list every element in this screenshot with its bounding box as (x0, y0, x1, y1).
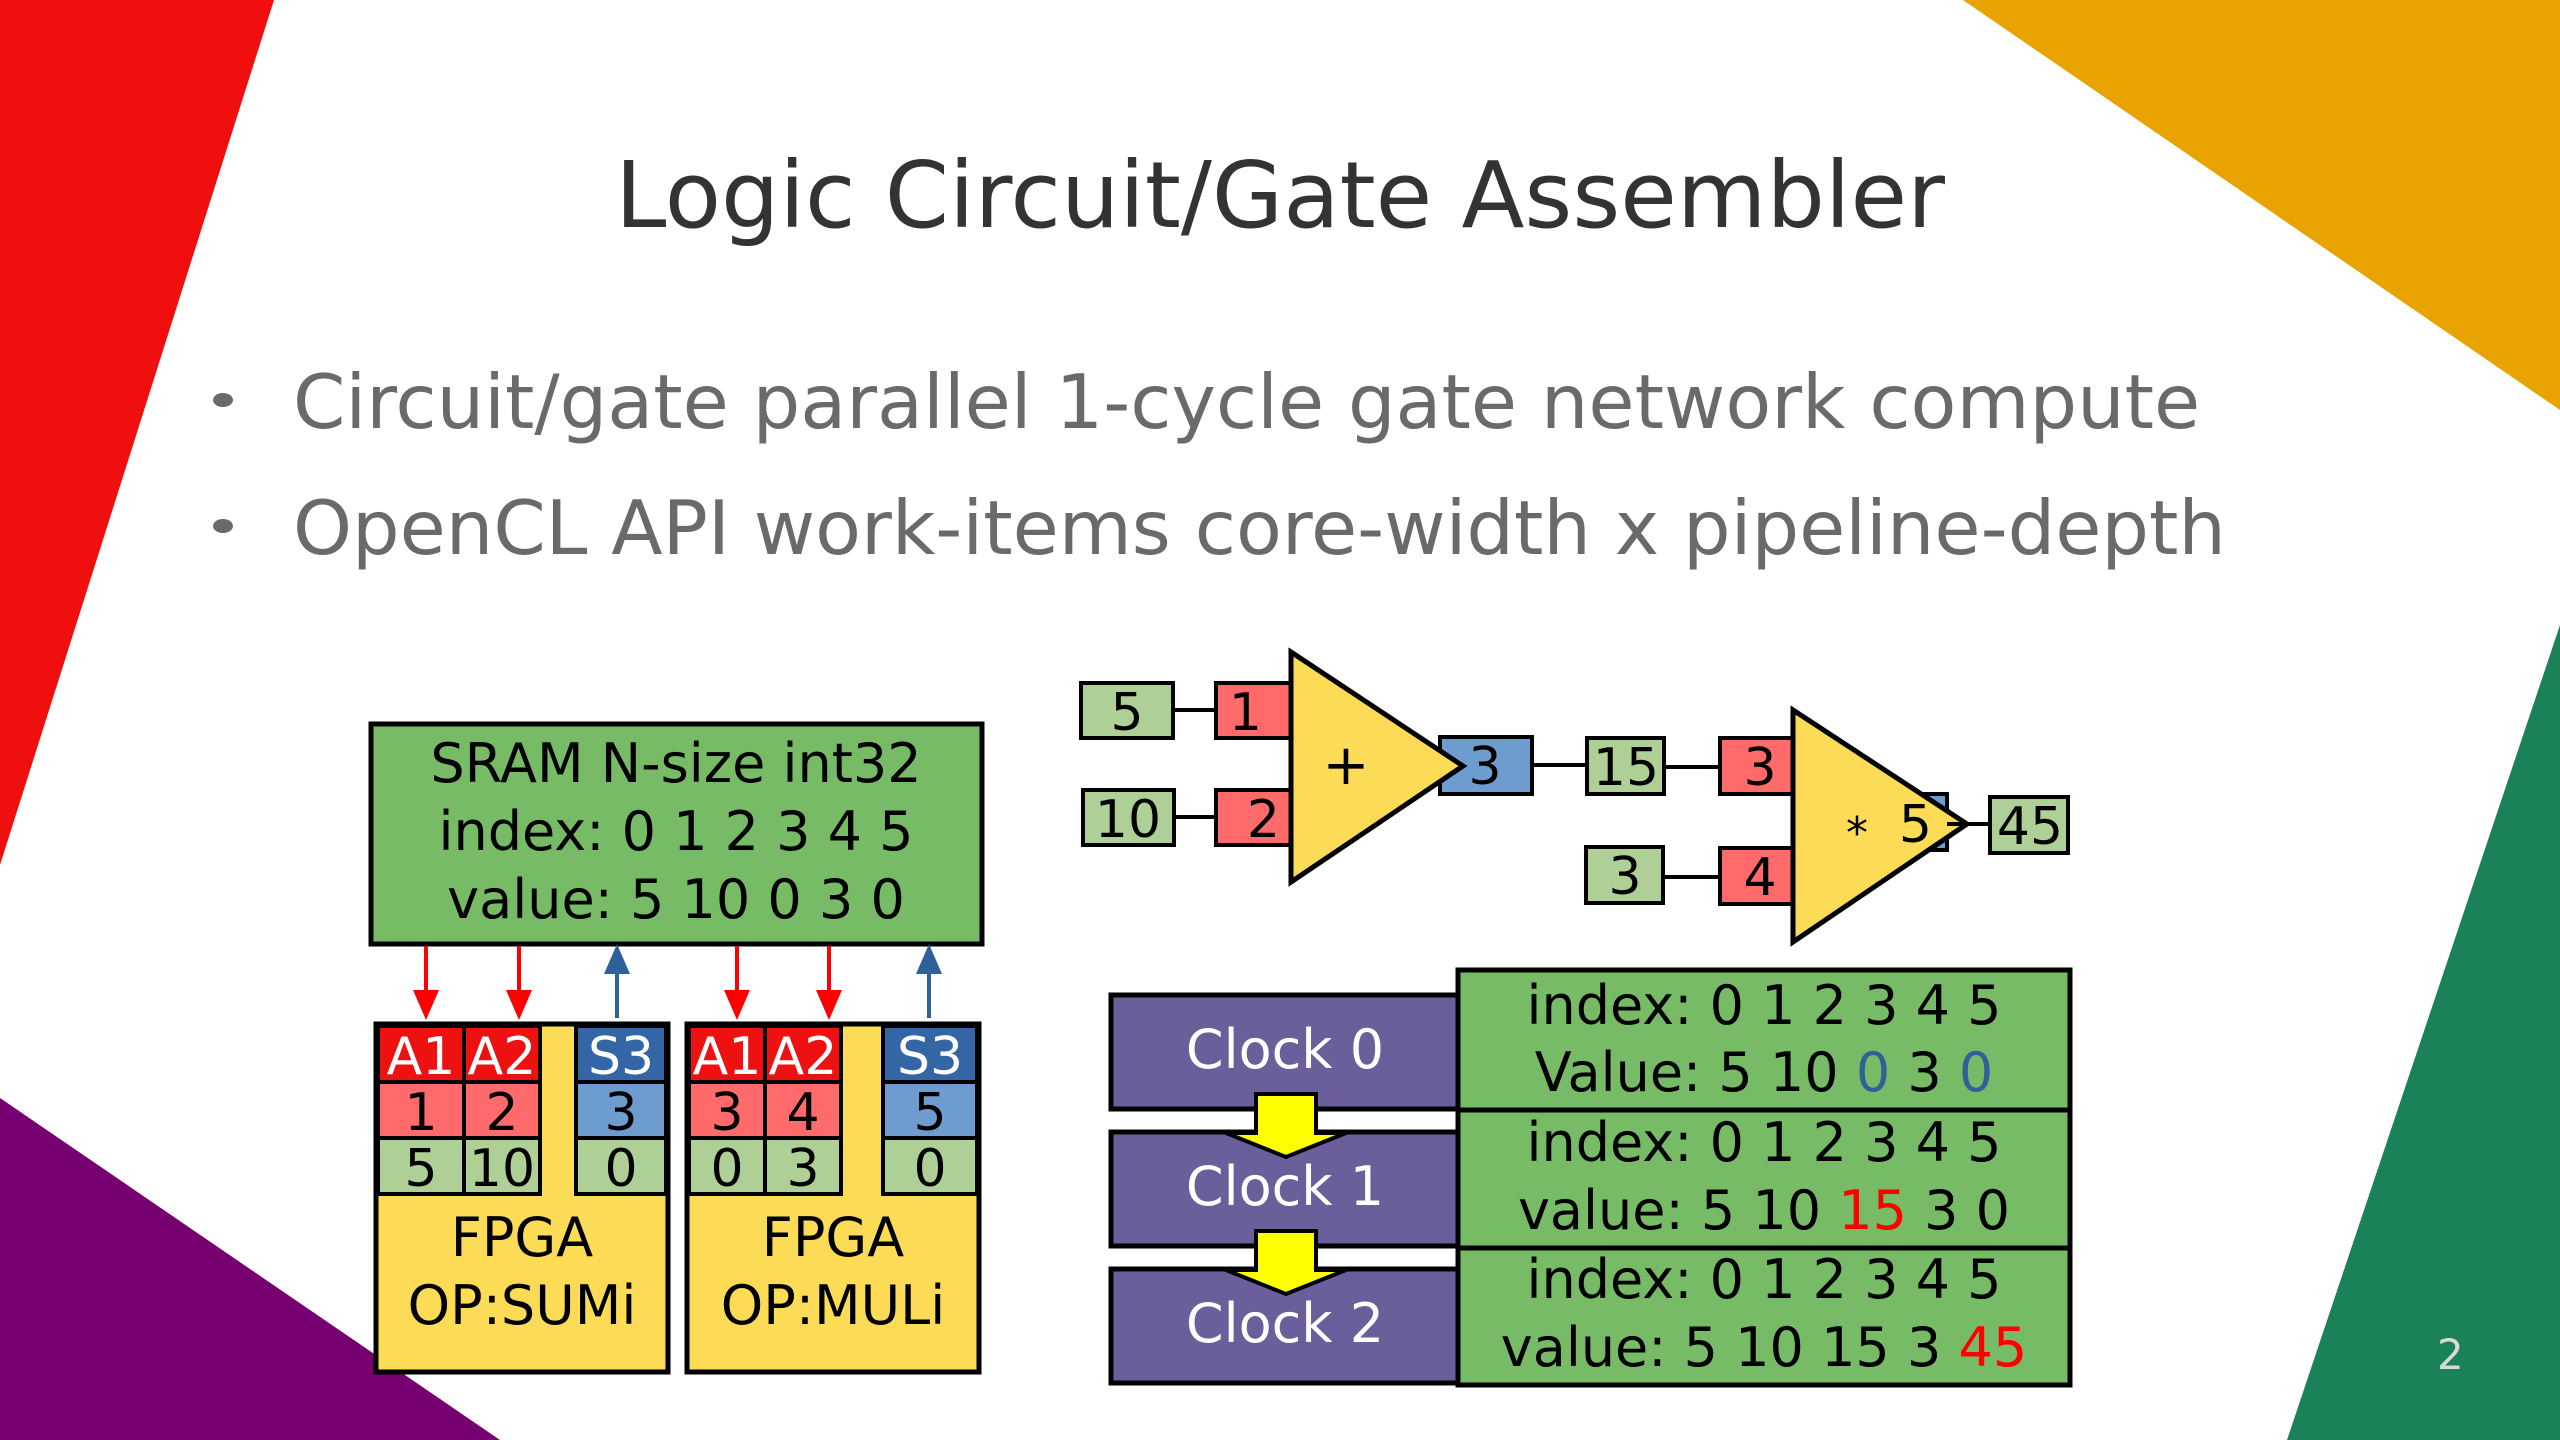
fpga-address: 3 (604, 1083, 637, 1143)
slide-title: Logic Circuit/Gate Assembler (615, 142, 1945, 249)
gate-input-value: 5 (1110, 683, 1143, 743)
fpga-header-s3: S3 (588, 1027, 654, 1087)
bullet-dot-icon (213, 393, 233, 407)
fpga-address: 3 (710, 1083, 743, 1143)
clock-index-line: index: 0 1 2 3 4 5 (1526, 1248, 2001, 1311)
read-arrow-icon (724, 946, 750, 1020)
fpga-value: 0 (604, 1139, 637, 1199)
fpga-value: 10 (469, 1139, 535, 1199)
gate-output-address: 5 (1899, 795, 1932, 855)
fpga-header-a2: A2 (769, 1027, 838, 1087)
clock-value-entry: 10 (1718, 1316, 1804, 1379)
clock-value-entry: 0 (1839, 1041, 1891, 1104)
multiplier-gate: 15 3 3 4 * 5 45 (1584, 705, 2070, 947)
clock-index-line: index: 0 1 2 3 4 5 (1526, 1111, 2001, 1174)
fpga-address: 1 (404, 1083, 437, 1143)
clock-label: Clock 0 (1186, 1018, 1384, 1081)
fpga-header-a1: A1 (387, 1027, 456, 1087)
sram-block: SRAM N-size int32 index: 0 1 2 3 4 5 val… (368, 721, 985, 947)
clock-value-entry: 15 (1804, 1316, 1890, 1379)
multiplier-gate-triangle (1790, 705, 1972, 947)
gate-output-address: 3 (1468, 737, 1501, 797)
bullet-item: OpenCL API work-items core-width x pipel… (205, 491, 2226, 617)
gate-operator: * (1846, 808, 1868, 859)
sram-value-line: value: 5 10 0 3 0 (447, 868, 905, 931)
gate-operator: + (1323, 733, 1370, 798)
bullet-list: Circuit/gate parallel 1-cycle gate netwo… (205, 365, 2226, 617)
bullet-text: Circuit/gate parallel 1-cycle gate netwo… (293, 358, 2201, 446)
fpga-address: 5 (913, 1083, 946, 1143)
clock-value-entry: 10 (1753, 1041, 1839, 1104)
gate-input-value: 10 (1095, 790, 1161, 850)
fpga-value: 0 (913, 1139, 946, 1199)
clock-value-entry: 5 (1701, 1041, 1753, 1104)
page-number: 2 (2437, 1330, 2464, 1379)
sram-index-line: index: 0 1 2 3 4 5 (438, 800, 913, 863)
write-arrow-icon (916, 944, 942, 1018)
sram-title: SRAM N-size int32 (430, 732, 921, 795)
clock-value-entry: 0 (1942, 1041, 1994, 1104)
fpga-value: 5 (404, 1139, 437, 1199)
fpga-value: 0 (710, 1139, 743, 1199)
fpga-address: 2 (485, 1083, 518, 1143)
gate-result-value: 45 (1997, 797, 2063, 857)
gate-input-value: 15 (1593, 738, 1659, 798)
corner-triangle-green (2287, 625, 2560, 1440)
clock-value-entry: 3 (1907, 1179, 1959, 1242)
fpga-op-label: OP:SUMi (408, 1274, 637, 1337)
clock-step-arrow-icon (1225, 1092, 1347, 1160)
clock-row: Clock 2 index: 0 1 2 3 4 5 value: 5 10 1… (1108, 1248, 2027, 1386)
clock-value-prefix: value: (1518, 1179, 1684, 1242)
clock-value-line: value: 5 10 15 3 0 (1518, 1179, 2010, 1242)
clock-pipeline: Clock 0 index: 0 1 2 3 4 5 Value: 5 10 0… (1108, 967, 2073, 1388)
adder-gate-triangle (1288, 647, 1468, 887)
gate-input-address: 2 (1247, 790, 1280, 850)
write-arrow-icon (604, 944, 630, 1018)
clock-label: Clock 1 (1186, 1155, 1384, 1218)
read-arrow-icon (506, 946, 532, 1020)
fpga-header-a1: A1 (693, 1027, 762, 1087)
clock-value-line: value: 5 10 15 3 45 (1501, 1316, 2027, 1379)
clock-value-entry: 3 (1890, 1041, 1942, 1104)
fpga-value: 3 (786, 1139, 819, 1199)
corner-triangle-orange (1963, 0, 2560, 410)
gate-input-address: 1 (1229, 683, 1262, 743)
clock-value-entry: 5 (1684, 1179, 1736, 1242)
clock-value-prefix: value: (1501, 1316, 1667, 1379)
clock-value-line: Value: 5 10 0 3 0 (1535, 1041, 1994, 1104)
fpga-address: 4 (786, 1083, 819, 1143)
fpga-label: FPGA (451, 1206, 593, 1269)
sram-fpga-arrows (413, 944, 942, 1020)
bullet-item: Circuit/gate parallel 1-cycle gate netwo… (205, 365, 2226, 491)
fpga-header-s3: S3 (897, 1027, 963, 1087)
clock-label: Clock 2 (1186, 1292, 1384, 1355)
fpga-op-label: OP:MULi (721, 1274, 945, 1337)
clock-row: Clock 0 index: 0 1 2 3 4 5 Value: 5 10 0… (1108, 974, 2002, 1112)
clock-index-line: index: 0 1 2 3 4 5 (1526, 974, 2001, 1037)
clock-value-entry: 10 (1735, 1179, 1821, 1242)
gate-input-address: 4 (1743, 848, 1776, 908)
clock-value-entry: 45 (1941, 1316, 2027, 1379)
clock-value-prefix: Value: (1535, 1041, 1701, 1104)
fpga-header-a2: A2 (468, 1027, 537, 1087)
gate-input-value: 3 (1608, 847, 1641, 907)
read-arrow-icon (413, 946, 439, 1020)
clock-step-arrow-icon (1225, 1229, 1347, 1297)
clock-value-entry: 3 (1890, 1316, 1942, 1379)
fpga-label: FPGA (762, 1206, 904, 1269)
gate-input-address: 3 (1743, 738, 1776, 798)
clock-value-entry: 5 (1666, 1316, 1718, 1379)
read-arrow-icon (816, 946, 842, 1020)
bullet-dot-icon (213, 519, 233, 533)
clock-value-entry: 0 (1959, 1179, 2011, 1242)
fpga-unit-sum: A1 A2 S3 1 2 3 5 10 0 FPGA OP:SUMi (373, 1021, 671, 1375)
fpga-unit-mul: A1 A2 S3 3 4 5 0 3 0 FPGA OP:MULi (684, 1021, 982, 1375)
clock-value-entry: 15 (1821, 1179, 1907, 1242)
bullet-text: OpenCL API work-items core-width x pipel… (293, 484, 2226, 572)
adder-gate: 5 10 1 2 + 3 (1079, 647, 1587, 887)
corner-triangle-red (0, 0, 274, 865)
